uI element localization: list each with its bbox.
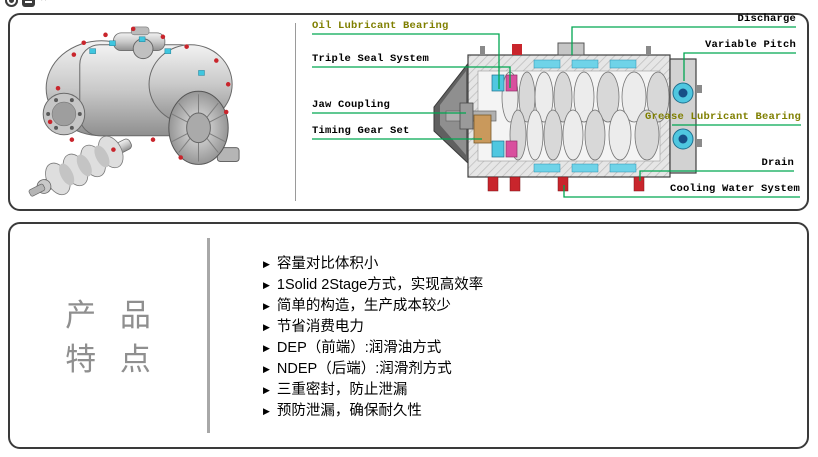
gear-cover [168, 90, 229, 165]
bullet-icon: ▶ [263, 386, 270, 396]
square-icon [22, 0, 35, 7]
feature-text: NDEP（后端）:润滑剂方式 [276, 361, 452, 377]
features-title-divider [207, 238, 210, 433]
label-oil-lubricant-bearing: Oil Lubricant Bearing [312, 20, 449, 32]
feature-text: 三重密封，防止泄漏 [276, 382, 408, 398]
label-cooling-water-system: Cooling Water System [669, 183, 800, 195]
feature-item: ▶ 简单的构造，生产成本较少 [263, 296, 483, 317]
label-timing-gear-set: Timing Gear Set [312, 125, 410, 137]
left-internals [445, 74, 518, 158]
feature-text: 简单的构造，生产成本较少 [276, 298, 451, 314]
feature-item: ▶ 节省消费电力 [263, 317, 483, 338]
features-title-line1: 产 品 [65, 298, 159, 333]
feature-item: ▶ 预防泄漏，确保耐久性 [263, 401, 483, 422]
label-jaw-coupling: Jaw Coupling [312, 99, 391, 111]
feature-item: ▶ 三重密封，防止泄漏 [263, 380, 483, 401]
bullet-icon: ▶ [263, 260, 270, 270]
features-title-line2: 特 点 [65, 342, 159, 377]
features-list: ▶ 容量对比体积小 ▶ 1Solid 2Stage方式，实现高效率 ▶ 简单的构造，生… [263, 254, 483, 422]
feature-text: 容量对比体积小 [276, 256, 379, 272]
callout-lines [312, 26, 801, 198]
label-variable-pitch: Variable Pitch [704, 39, 796, 51]
red-fittings [47, 26, 231, 160]
feature-text: 预防泄漏，确保耐久性 [276, 403, 422, 419]
feature-text: DEP（前端）:润滑油方式 [276, 340, 442, 356]
circle-icon [5, 0, 18, 7]
feature-item: ▶ 容量对比体积小 [263, 254, 483, 275]
feature-text: 节省消费电力 [276, 319, 364, 335]
label-drain: Drain [761, 157, 794, 169]
feature-item: ▶ DEP（前端）:润滑油方式 [263, 338, 483, 359]
feature-text: 1Solid 2Stage方式，实现高效率 [276, 277, 484, 293]
cropped-text: pp [41, 0, 49, 1]
screw-rotor [28, 135, 132, 197]
features-title: 产 品 特 点 [36, 294, 188, 382]
diagram-panel: Oil Lubricant Bearing Triple Seal System… [8, 13, 809, 211]
drain-ports [487, 176, 645, 192]
compressor-3d-image [28, 26, 240, 197]
bullet-icon: ▶ [263, 407, 270, 417]
bullet-icon: ▶ [263, 365, 270, 375]
front-flange [42, 92, 86, 136]
bullet-icon: ▶ [263, 323, 270, 333]
label-grease-lubricant-bearing: Grease Lubricant Bearing [644, 111, 801, 123]
cooling-channels [533, 59, 637, 173]
label-discharge: Discharge [737, 13, 796, 25]
bullet-icon: ▶ [263, 344, 270, 354]
screw-rotors [501, 71, 670, 161]
cyan-fittings [89, 36, 205, 76]
feature-item: ▶ NDEP（后端）:润滑剂方式 [263, 359, 483, 380]
bullet-icon: ▶ [263, 281, 270, 291]
feature-item: ▶ 1Solid 2Stage方式，实现高效率 [263, 275, 483, 296]
end-cap-bearings [669, 58, 702, 174]
label-triple-seal-system: Triple Seal System [312, 53, 430, 65]
panel-divider [295, 23, 296, 201]
cross-section-diagram [312, 26, 801, 198]
features-panel: 产 品 特 点 ▶ 容量对比体积小 ▶ 1Solid 2Stage方式，实现高效率 … [8, 222, 809, 449]
bullet-icon: ▶ [263, 302, 270, 312]
